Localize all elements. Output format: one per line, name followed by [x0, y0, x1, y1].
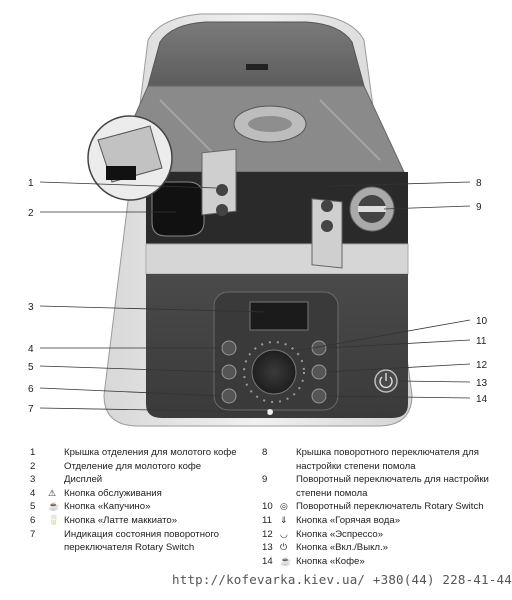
callout-6: 6 — [28, 384, 34, 395]
coffee-button — [311, 388, 327, 404]
latte-button — [221, 388, 237, 404]
callout-14: 14 — [476, 394, 488, 405]
detail-zoom-bubble — [87, 115, 173, 201]
legend-item: 11⇓Кнопка «Горячая вода» — [262, 514, 401, 526]
power-icon: ⏻ — [280, 542, 288, 553]
maintenance-button — [221, 340, 237, 356]
coffee-icon: ☕ — [280, 555, 292, 566]
callout-9: 9 — [476, 202, 482, 213]
legend-item: 5☕Кнопка «Капучино» — [30, 501, 151, 513]
watermark: http://kofevarka.kiev.ua/ +380(44) 228-4… — [172, 572, 512, 587]
ground-coffee-compartment — [151, 181, 205, 237]
callout-13: 13 — [476, 378, 488, 389]
callout-8: 8 — [476, 178, 482, 189]
legend-item: 12◡Кнопка «Эспрессо» — [262, 528, 384, 540]
display — [249, 301, 309, 331]
rotary-switch — [251, 349, 297, 395]
rotary-status-led — [267, 409, 273, 415]
callout-7: 7 — [28, 404, 34, 415]
bean-container-lid — [147, 21, 365, 87]
grind-selector-lid — [311, 198, 343, 269]
callout-10: 10 — [476, 316, 488, 327]
rotary-switch-icon: ◎ — [280, 501, 288, 512]
cappuccino-icon: ☕ — [48, 501, 60, 512]
hot-water-icon: ⇓ — [280, 514, 288, 525]
ground-coffee-lid — [201, 148, 237, 216]
legend-item: 10◎Поворотный переключатель Rotary Switc… — [262, 501, 484, 513]
espresso-button — [311, 364, 327, 380]
legend-item: 14☕Кнопка «Кофе» — [262, 555, 365, 567]
machine-illustration: 1 2 3 4 5 6 7 8 9 10 11 12 13 14 — [28, 13, 488, 427]
lid-handle — [246, 64, 268, 70]
cappuccino-button — [221, 364, 237, 380]
rotary-switch-ring — [243, 341, 305, 403]
callout-numbers: 1 2 3 4 5 6 7 8 9 10 11 12 13 14 — [28, 178, 488, 415]
callout-5: 5 — [28, 362, 34, 373]
callout-11: 11 — [476, 336, 487, 347]
legend-item: 13⏻Кнопка «Вкл./Выкл.» — [262, 542, 388, 554]
callout-12: 12 — [476, 360, 488, 371]
latte-icon: 🥛 — [48, 514, 60, 525]
callout-2: 2 — [28, 208, 34, 219]
callout-4: 4 — [28, 344, 34, 355]
leader-lines — [39, 181, 471, 413]
callout-3: 3 — [28, 302, 34, 313]
legend-item: 4⚠Кнопка обслуживания — [30, 487, 162, 499]
maintenance-icon: ⚠ — [48, 487, 57, 498]
callout-1: 1 — [28, 178, 34, 189]
machine-diagram: 1 2 3 4 5 6 7 8 9 10 11 12 13 14 — [28, 13, 488, 427]
espresso-icon: ◡ — [280, 528, 288, 539]
legend-item: 6🥛Кнопка «Латте маккиато» — [30, 514, 178, 526]
